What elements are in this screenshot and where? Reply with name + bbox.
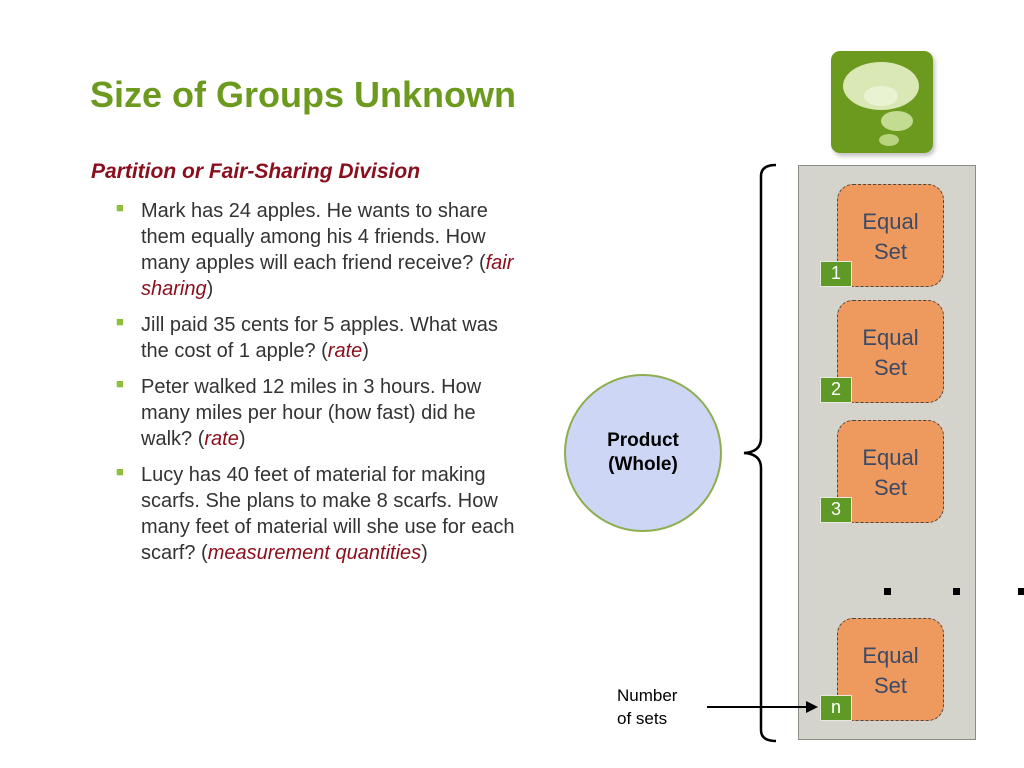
- bullet-text-end: ): [238, 428, 246, 450]
- subtitle: Partition or Fair-Sharing Division: [91, 160, 421, 183]
- bullet-text: Lucy has 40 feet of material for making …: [141, 464, 515, 564]
- equal-set-label: Equal: [862, 209, 919, 234]
- bullet-emphasis: rate: [327, 340, 363, 362]
- set-tag-n: n: [820, 695, 852, 721]
- bullet-item: ■ Peter walked 12 miles in 3 hours. How m…: [116, 374, 528, 452]
- equal-set-1: Equal Set: [837, 184, 944, 287]
- bullet-text-end: ): [421, 542, 428, 564]
- equal-set-label: Set: [873, 239, 908, 264]
- bullet-text-end: ): [206, 278, 214, 300]
- thought-bubble-icon: [831, 51, 933, 153]
- bullet-square-icon: ■: [116, 464, 124, 479]
- number-of-sets-label: Number of sets: [617, 684, 677, 730]
- equal-set-label: Equal: [862, 325, 919, 350]
- set-tag-3: 3: [820, 497, 852, 523]
- bullet-text: Jill paid 35 cents for 5 apples. What wa…: [141, 314, 498, 362]
- equal-set-2: Equal Set: [837, 300, 944, 403]
- whole-label: (Whole): [608, 454, 678, 475]
- bullet-item: ■ Mark has 24 apples. He wants to share t…: [116, 198, 528, 302]
- set-tag-1: 1: [820, 261, 852, 287]
- bullet-text: Mark has 24 apples. He wants to share th…: [141, 200, 488, 274]
- curly-brace: [743, 163, 777, 743]
- bullet-list: ■ Mark has 24 apples. He wants to share t…: [116, 198, 528, 576]
- bullet-square-icon: ■: [116, 376, 124, 391]
- bullet-item: ■ Jill paid 35 cents for 5 apples. What w…: [116, 312, 528, 364]
- bullet-square-icon: ■: [116, 314, 124, 329]
- bullet-emphasis: rate: [204, 428, 239, 450]
- equal-set-label: Equal: [862, 643, 919, 668]
- bullet-emphasis: fair sharing: [141, 252, 514, 300]
- bullet-square-icon: ■: [116, 200, 124, 215]
- equal-set-label: Set: [873, 475, 908, 500]
- equal-set-label: Set: [873, 673, 908, 698]
- product-label: Product: [607, 430, 679, 451]
- slide-title: Size of Groups Unknown: [90, 74, 517, 115]
- bullet-text-end: ): [362, 340, 369, 362]
- number-label-line: Number: [617, 686, 678, 705]
- bullet-item: ■ Lucy has 40 feet of material for making…: [116, 462, 528, 566]
- equal-set-label: Equal: [862, 445, 919, 470]
- equal-set-n: Equal Set: [837, 618, 944, 721]
- product-whole-circle: Product (Whole): [564, 374, 722, 532]
- number-label-line: of sets: [617, 709, 668, 728]
- bullet-text: Peter walked 12 miles in 3 hours. How ma…: [141, 376, 482, 450]
- equal-set-3: Equal Set: [837, 420, 944, 523]
- bullet-emphasis: measurement quantities: [207, 542, 422, 564]
- set-tag-2: 2: [820, 377, 852, 403]
- equal-set-label: Set: [873, 355, 908, 380]
